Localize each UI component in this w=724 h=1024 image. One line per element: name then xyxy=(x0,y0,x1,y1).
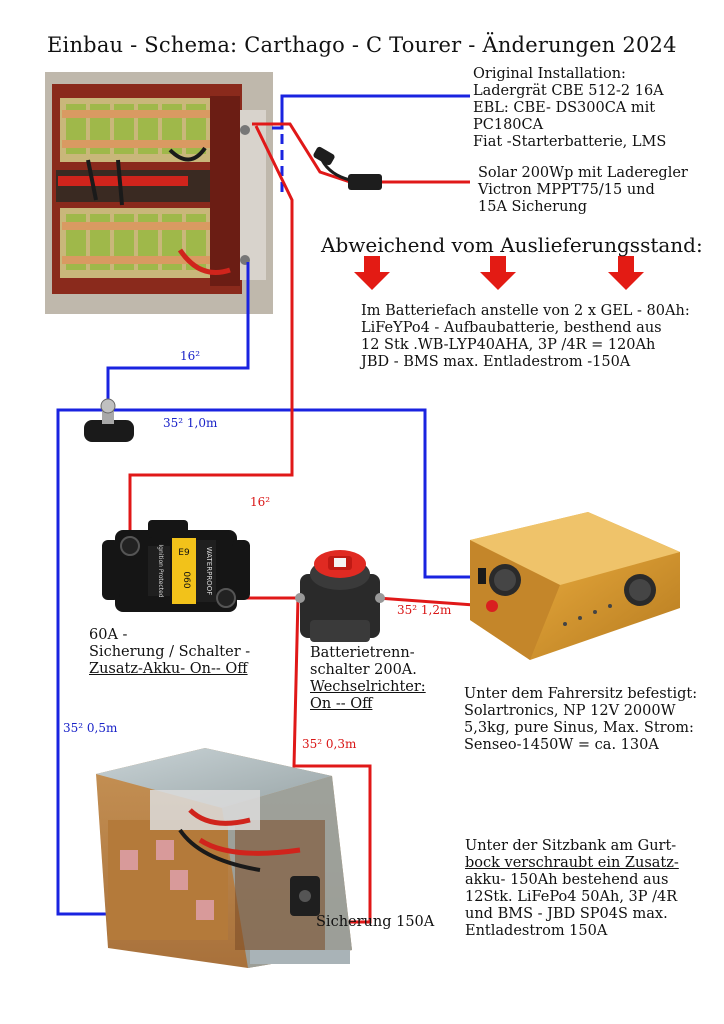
battery-compartment-photo xyxy=(45,72,273,314)
breaker-code: E9 xyxy=(178,548,190,558)
inverter-text: Unter dem Fahrersitz befestigt: Solartro… xyxy=(464,686,697,754)
breaker-line: 60A - xyxy=(89,627,128,643)
breaker-waterproof: WATERPROOF xyxy=(205,547,213,595)
solar-line: Solar 200Wp mit Laderegler xyxy=(478,165,688,181)
original-installation-text: Original Installation: Ladergrät CBE 512… xyxy=(473,66,666,151)
battery-compartment-text: Im Batteriefach anstelle von 2 x GEL - 8… xyxy=(361,303,690,371)
cable-label-35-0-3m: 35² 0,3m xyxy=(302,737,357,751)
switch-line: schalter 200A. xyxy=(310,662,417,678)
fuse-label: Sicherung 150A xyxy=(316,914,435,930)
solar-line: Victron MPPT75/15 und xyxy=(478,182,655,198)
breaker-label: 60A - Sicherung / Schalter - Zusatz-Akku… xyxy=(89,627,250,678)
switch-line: Batterietrenn- xyxy=(310,645,415,661)
circuit-breaker-image: E9 060 WATERPROOF Ignition Protected xyxy=(102,520,250,612)
inverter-line: Unter dem Fahrersitz befestigt: xyxy=(464,686,698,702)
deviation-heading: Abweichend vom Auslieferungsstand: xyxy=(321,233,703,257)
cable-label-35-1m: 35² 1,0m xyxy=(163,416,218,430)
inverter-line: 5,3kg, pure Sinus, Max. Strom: xyxy=(464,720,694,736)
aux-line: bock verschraubt ein Zusatz- xyxy=(465,855,679,871)
solar-fuse-holder xyxy=(313,146,382,190)
battery-line: LiFeYPo4 - Aufbaubatterie, besthend aus xyxy=(361,320,662,336)
original-line: EBL: CBE- DS300CA mit xyxy=(473,100,656,116)
inverter-line: Solartronics, NP 12V 2000W xyxy=(464,703,676,719)
battery-line: 12 Stk .WB-LYP40AHA, 3P /4R = 120Ah xyxy=(361,337,656,353)
cable-label-35-1-2m: 35² 1,2m xyxy=(397,603,452,617)
aux-line: und BMS - JBD SP04S max. xyxy=(465,906,668,922)
aux-line: akku- 150Ah bestehend aus xyxy=(465,872,669,888)
aux-battery-text: Unter der Sitzbank am Gurt- bock verschr… xyxy=(465,838,679,940)
inverter-image xyxy=(470,512,680,660)
original-line: Fiat -Starterbatterie, LMS xyxy=(473,134,667,150)
original-line: Ladergrät CBE 512-2 16A xyxy=(473,83,664,99)
red-wires xyxy=(128,122,489,924)
battery-line: JBD - BMS max. Entladestrom -150A xyxy=(361,354,631,370)
switch-line: Wechselrichter: xyxy=(310,679,426,695)
original-line: PC180CA xyxy=(473,117,544,133)
aux-line: 12Stk. LiFePo4 50Ah, 3P /4R xyxy=(465,889,678,905)
breaker-line: Zusatz-Akku- On-- Off xyxy=(89,661,248,677)
breaker-side-text: Ignition Protected xyxy=(157,544,164,597)
inverter-line: Senseo-1450W = ca. 130A xyxy=(464,737,659,753)
busbar-icon xyxy=(84,398,134,442)
aux-battery-image xyxy=(96,748,352,968)
aux-line: Unter der Sitzbank am Gurt- xyxy=(465,838,677,854)
down-arrows xyxy=(354,256,644,290)
original-line: Original Installation: xyxy=(473,66,626,82)
battery-line: Im Batteriefach anstelle von 2 x GEL - 8… xyxy=(361,303,690,319)
cable-label-35-0-5m: 35² 0,5m xyxy=(63,721,118,735)
solar-line: 15A Sicherung xyxy=(478,199,588,215)
cable-label-16-red: 16² xyxy=(250,495,271,509)
switch-label: Batterietrenn- schalter 200A. Wechselric… xyxy=(310,645,426,713)
disconnect-switch-image xyxy=(295,550,385,642)
switch-line: On -- Off xyxy=(310,696,373,712)
page-title: Einbau - Schema: Carthago - C Tourer - Ä… xyxy=(47,33,677,57)
solar-text: Solar 200Wp mit Laderegler Victron MPPT7… xyxy=(478,165,688,216)
cable-label-16-blue: 16² xyxy=(180,349,201,363)
aux-line: Entladestrom 150A xyxy=(465,923,608,939)
breaker-rating: 060 xyxy=(181,571,191,588)
breaker-line: Sicherung / Schalter - xyxy=(89,644,251,660)
